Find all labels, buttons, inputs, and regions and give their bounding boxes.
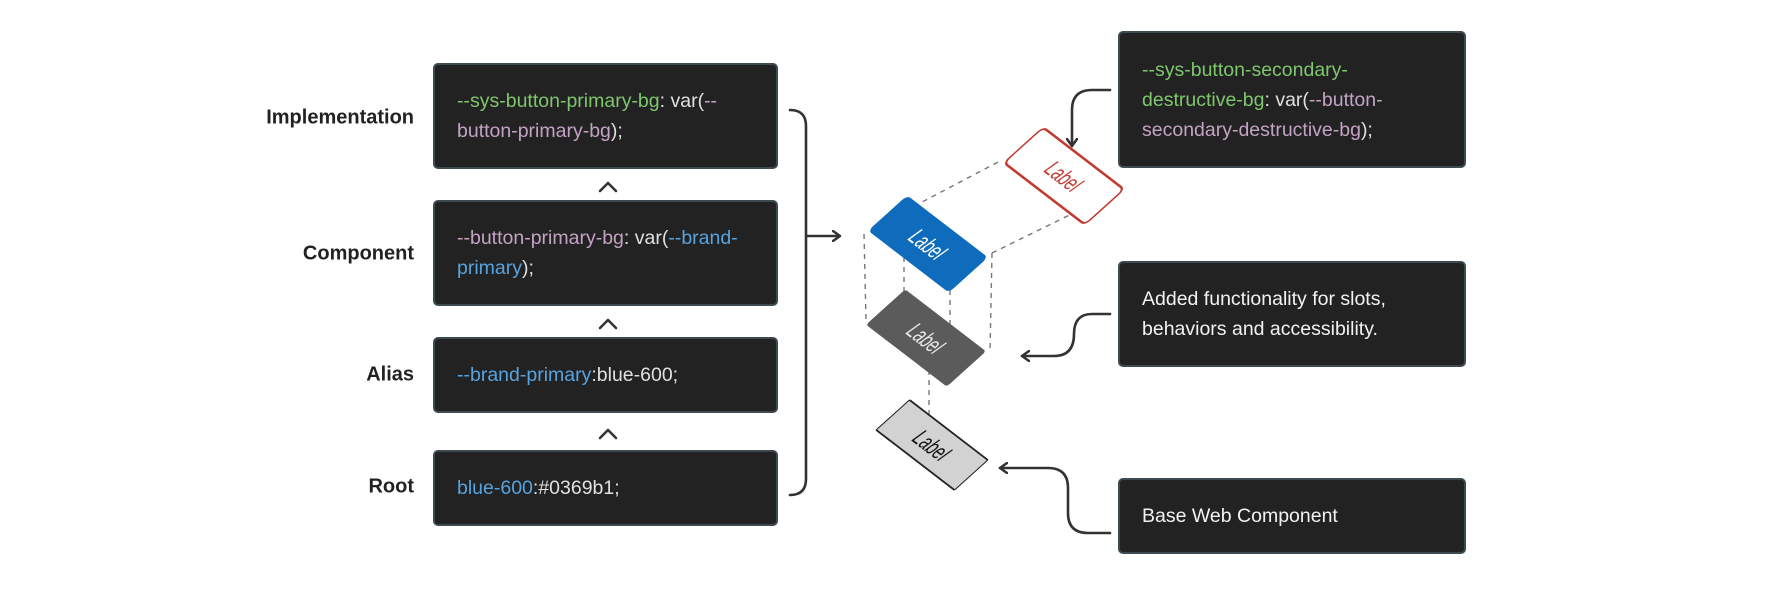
code-token: --: [668, 227, 682, 249]
chevron-up-icon: [598, 181, 618, 193]
chevron-up-icon: [598, 428, 618, 440]
tier-bracket: [788, 108, 808, 497]
alias-token-box: --brand-primary:blue-600;: [433, 337, 778, 413]
component-token-code: --button-primary-bg: var(--brand-primary…: [457, 223, 754, 283]
base-component-note-text: Base Web Component: [1142, 505, 1338, 527]
code-token: );: [610, 120, 623, 142]
tier-label-root: Root: [368, 475, 414, 498]
code-token: secondary-destructive-bg: [1142, 118, 1361, 141]
code-token: :blue-600;: [591, 364, 679, 386]
functionality-note-text: Added functionality for slots, behaviors…: [1142, 288, 1386, 340]
root-token-code: blue-600:#0369b1;: [457, 473, 620, 503]
code-token: blue-600: [457, 477, 533, 499]
code-token: --brand-primary: [457, 364, 592, 386]
code-token: --sys-button-secondary-: [1142, 58, 1348, 81]
code-token: --sys-button-primary-bg: [457, 90, 660, 112]
functionality-note: Added functionality for slots, behaviors…: [1118, 261, 1466, 367]
code-token: destructive-bg: [1142, 88, 1265, 111]
code-token: : var(: [623, 227, 669, 249]
code-token: : var(: [659, 90, 705, 112]
root-token-box: blue-600:#0369b1;: [433, 450, 778, 526]
base-component-note: Base Web Component: [1118, 478, 1466, 554]
component-layer: Label: [867, 290, 985, 386]
tier-label-implementation: Implementation: [266, 106, 414, 129]
destructive-layer: Label: [1005, 128, 1123, 224]
code-token: --: [704, 90, 718, 112]
tier-label-alias: Alias: [366, 363, 414, 386]
code-token: : var(: [1264, 88, 1309, 111]
primary-layer: Label: [870, 197, 986, 291]
code-token: --button-: [1308, 88, 1383, 111]
chevron-up-icon: [598, 318, 618, 330]
component-token-box: --button-primary-bg: var(--brand-primary…: [433, 200, 778, 306]
code-token: button-primary-bg: [457, 120, 611, 142]
code-token: );: [522, 257, 534, 279]
implementation-token-code: --sys-button-primary-bg: var(-- button-pr…: [457, 86, 754, 146]
code-token: --button-primary-bg: [457, 227, 624, 249]
functionality-note-arrow: [1020, 312, 1112, 356]
code-token: :#0369b1;: [532, 477, 620, 499]
base-note-arrow: [998, 468, 1112, 535]
code-token: brand-primary: [457, 227, 738, 279]
destructive-note-arrow: [1072, 88, 1112, 148]
tier-label-component: Component: [302, 242, 414, 265]
destructive-token-code: --sys-button-secondary-destructive-bg: v…: [1142, 55, 1442, 145]
destructive-token-note: --sys-button-secondary-destructive-bg: v…: [1118, 31, 1466, 168]
implementation-token-box: --sys-button-primary-bg: var(-- button-pr…: [433, 63, 778, 169]
code-token: );: [1360, 118, 1373, 141]
alias-token-code: --brand-primary:blue-600;: [457, 360, 678, 390]
base-layer: Label: [875, 399, 989, 491]
